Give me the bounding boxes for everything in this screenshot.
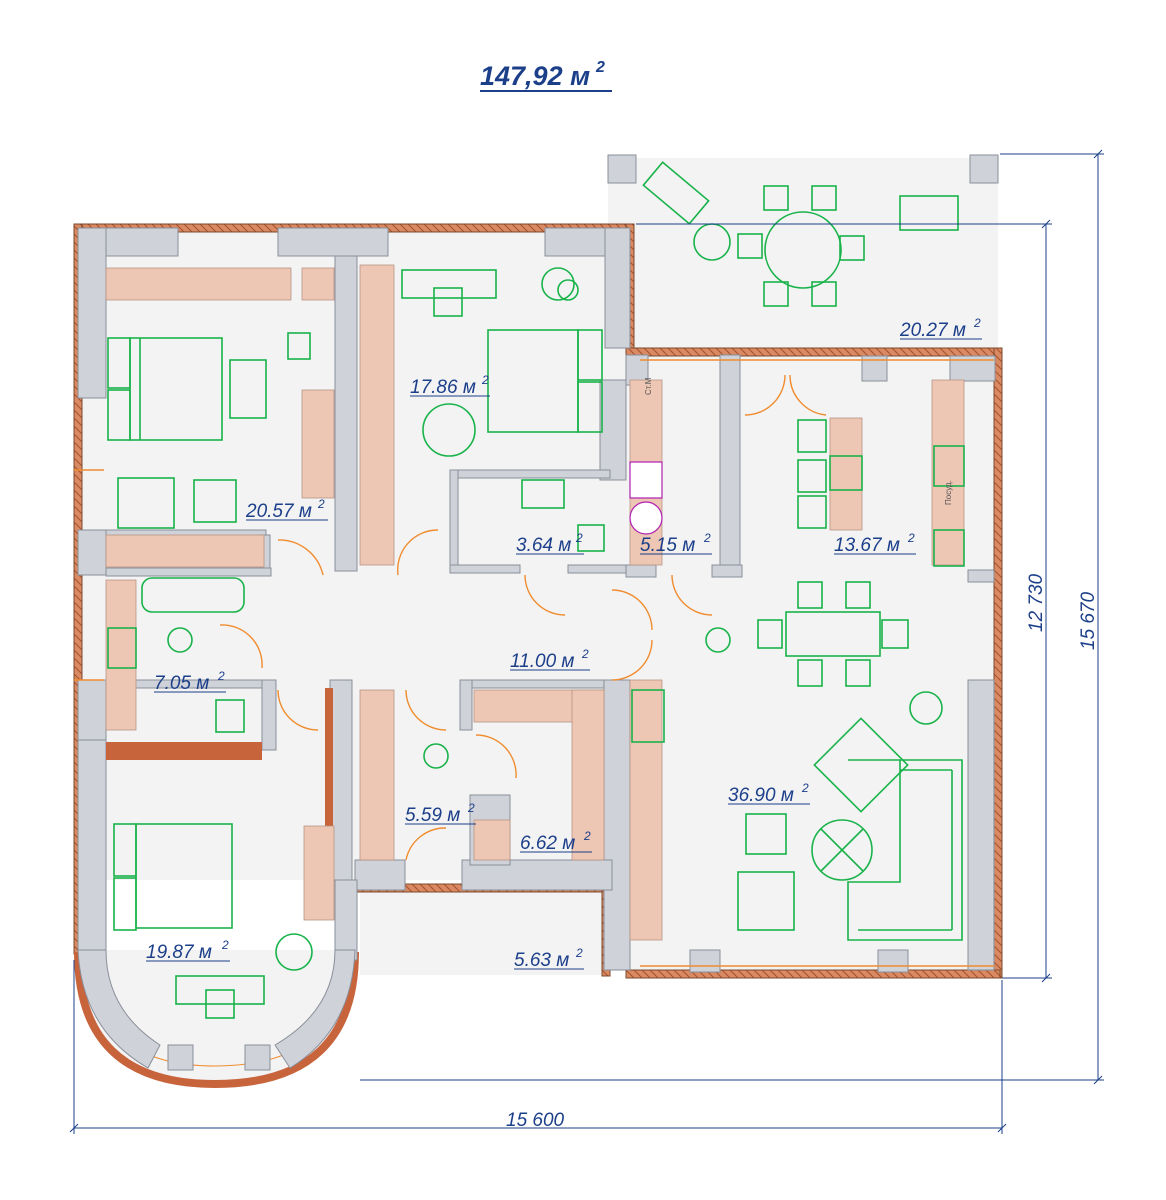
svg-text:2: 2 — [801, 781, 809, 795]
plant-icon — [275, 933, 313, 971]
room-area-hall: 11.00 м — [510, 651, 574, 672]
plant-icon — [909, 691, 943, 725]
room-area-bedroom-3: 19.87 м — [146, 942, 212, 963]
room-area-kitchen: 13.67 м — [834, 535, 900, 556]
room-area-bedroom-1: 20.57 м — [245, 501, 312, 522]
svg-text:2: 2 — [481, 373, 489, 387]
svg-text:2: 2 — [973, 316, 981, 330]
doors — [74, 359, 994, 967]
total-area-sup: 2 — [595, 59, 605, 76]
svg-text:2: 2 — [317, 497, 325, 511]
cabinets — [105, 264, 965, 941]
washer-label: Ст.М — [644, 377, 653, 395]
bed-icon — [107, 337, 223, 441]
dimension-height-outer: 15 670 — [1078, 591, 1099, 650]
svg-text:2: 2 — [907, 531, 915, 545]
person-icon — [423, 743, 449, 769]
plant-icon — [541, 267, 575, 301]
bed-icon — [113, 823, 233, 931]
dimension-height-inner: 12 730 — [1026, 573, 1047, 632]
svg-text:2: 2 — [581, 647, 589, 661]
room-labels: 20.57 м 2 17.86 м 2 3.64 м 2 5.15 м 2 13… — [146, 316, 982, 971]
furniture — [107, 161, 965, 1019]
svg-text:2: 2 — [221, 938, 229, 952]
total-area-text: 147,92 м — [480, 61, 590, 91]
room-area-bedroom-2: 17.86 м — [410, 377, 476, 398]
svg-text:2: 2 — [467, 801, 475, 815]
dimension-width: 15 600 — [506, 1110, 565, 1131]
room-area-wardrobe: 6.62 м — [520, 833, 575, 854]
room-area-bathroom-small: 3.64 м — [516, 535, 571, 556]
svg-text:2: 2 — [575, 531, 583, 545]
svg-text:2: 2 — [583, 829, 591, 843]
person-icon — [705, 627, 731, 653]
svg-text:2: 2 — [575, 946, 583, 960]
svg-text:2: 2 — [703, 531, 711, 545]
person-icon — [167, 627, 193, 653]
room-area-pantry: 5.15 м — [640, 535, 695, 556]
sofa-icon — [847, 759, 963, 941]
svg-text:2: 2 — [217, 669, 225, 683]
room-area-bathroom: 7.05 м — [154, 673, 209, 694]
bed-icon — [487, 329, 603, 433]
room-area-vestibule: 5.59 м — [405, 805, 460, 826]
total-area-title: 147,92 м 2 — [480, 59, 612, 92]
room-area-porch: 5.63 м — [514, 950, 569, 971]
dishwasher-label: Посуд. — [944, 480, 953, 505]
dining-table-icon — [757, 581, 909, 687]
room-area-terrace: 20.27 м — [899, 320, 966, 341]
room-area-living: 36.90 м — [728, 785, 794, 806]
dimension-lines — [69, 149, 1104, 1134]
